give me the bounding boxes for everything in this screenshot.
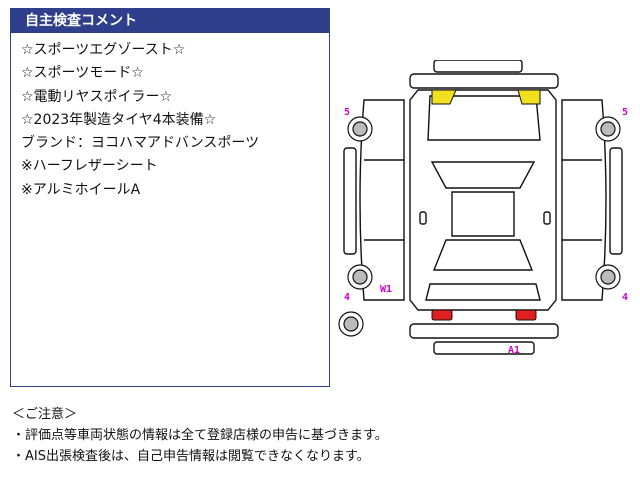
right-taillight: [515, 309, 537, 321]
hood: [427, 95, 541, 141]
mark-rear-right-tire: 4: [622, 292, 628, 303]
comment-item: ※ハーフレザーシート: [21, 158, 158, 175]
mark-rear-left-tire: 4: [344, 292, 350, 303]
mark-rear-bumper: A1: [508, 345, 520, 356]
spare-tire: [338, 311, 364, 337]
right-headlight: [517, 89, 541, 105]
notes-line: ・評価点等車両状態の情報は全て登録店様の申告に基づきます。: [12, 428, 388, 443]
rear-bumper: [409, 323, 559, 339]
front-bumper: [433, 60, 523, 73]
rear-window: [432, 239, 534, 271]
comment-item: ブランド：ヨコハマアドバンスポーツ: [21, 135, 260, 152]
trunk: [425, 283, 541, 301]
comment-item: ☆スポーツエグゾースト☆: [21, 42, 186, 58]
comment-item: ※アルミホイールA: [21, 181, 141, 198]
left-sill: [343, 147, 357, 255]
notes-section: ＜ご注意＞ ・評価点等車両状態の情報は全て登録店様の申告に基づきます。 ・AIS…: [12, 404, 632, 467]
notes-heading: ＜ご注意＞: [12, 407, 78, 422]
comment-item: ☆電動リヤスポイラー☆: [21, 88, 173, 105]
rear-right-tire: [595, 264, 621, 290]
comment-item: ☆2023年製造タイヤ4本装備☆: [21, 111, 217, 128]
mark-rear-left-wheel: W1: [380, 284, 392, 295]
panel-title: 自主検査コメント: [11, 9, 329, 33]
windshield: [430, 161, 536, 189]
front-right-tire: [595, 116, 621, 142]
front-grille: [409, 73, 559, 89]
left-headlight: [431, 89, 457, 105]
vehicle-condition-diagram: 5 5 4 4 W1 A1: [338, 60, 628, 356]
comment-item: ☆スポーツモード☆: [21, 65, 144, 82]
body-outline: [409, 89, 557, 311]
rear-left-tire: [347, 264, 373, 290]
comment-list: ☆スポーツエグゾースト☆ ☆スポーツモード☆ ☆電動リヤスポイラー☆ ☆2023…: [11, 33, 329, 202]
mark-front-left-tire: 5: [344, 107, 350, 118]
roof: [451, 191, 515, 237]
mark-front-right-tire: 5: [622, 107, 628, 118]
inspection-comment-panel: 自主検査コメント ☆スポーツエグゾースト☆ ☆スポーツモード☆ ☆電動リヤスポイ…: [10, 8, 330, 387]
rear-valance: [433, 341, 535, 355]
right-sill: [609, 147, 623, 255]
notes-line: ・AIS出張検査後は、自己申告情報は閲覧できなくなります。: [12, 449, 370, 464]
left-taillight: [431, 309, 453, 321]
front-left-tire: [347, 116, 373, 142]
